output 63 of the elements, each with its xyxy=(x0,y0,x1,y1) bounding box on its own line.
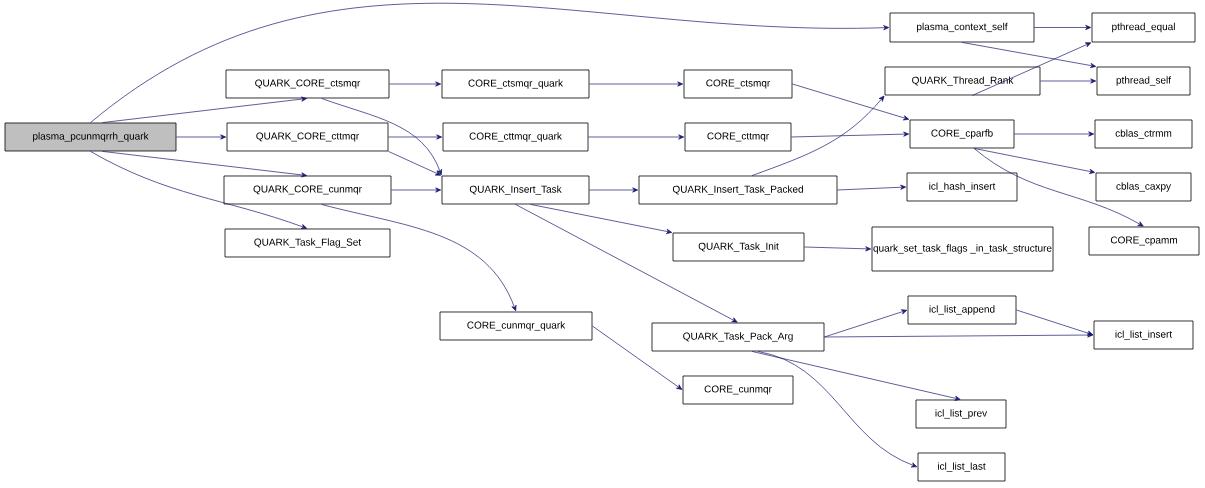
arrow xyxy=(102,96,307,123)
arrow xyxy=(973,148,1096,174)
function-box: icl_list_last xyxy=(917,452,1006,482)
function-box: CORE_cttmqr xyxy=(684,122,792,152)
arrow xyxy=(321,98,442,176)
arrow xyxy=(972,42,1092,96)
function-box: QUARK_CORE_cttmqr xyxy=(226,122,389,152)
arrow xyxy=(90,3,890,123)
function-box: QUARK_Task_Flag_Set xyxy=(224,228,391,258)
function-box: CORE_cpamm xyxy=(1088,226,1200,256)
arrow xyxy=(391,187,442,193)
arrow xyxy=(176,134,227,140)
arrow xyxy=(961,42,1097,69)
arrow xyxy=(388,134,443,140)
function-box: CORE_cunmqr xyxy=(682,375,794,405)
arrow xyxy=(102,151,307,178)
function-box: icl_list_prev xyxy=(915,399,1007,429)
function-box: icl_list_append xyxy=(907,295,1017,325)
function-box: CORE_cttmqr_quark xyxy=(442,122,589,152)
arrow xyxy=(804,246,872,252)
function-box: CORE_ctsmqr_quark xyxy=(441,69,590,99)
function-box: QUARK_CORE_ctsmqr xyxy=(225,69,390,99)
function-box: QUARK_Task_Init xyxy=(672,232,805,262)
function-box: QUARK_Task_Pack_Arg xyxy=(651,322,825,352)
arrow xyxy=(90,151,308,229)
arrow xyxy=(589,187,639,193)
arrow xyxy=(1034,24,1092,31)
arrow xyxy=(751,351,961,401)
function-box: QUARK_Insert_Task_Packed xyxy=(638,175,838,205)
function-box: CORE_cunmqr_quark xyxy=(439,311,593,341)
arrow xyxy=(388,151,442,176)
function-box: cblas_ctrmm xyxy=(1094,119,1193,149)
function-box: plasma_context_self xyxy=(889,12,1035,43)
function-box: icl_hash_insert xyxy=(906,172,1018,202)
function-box: cblas_caxpy xyxy=(1095,172,1192,202)
arrow xyxy=(515,204,738,323)
arrow xyxy=(530,204,673,234)
arrow xyxy=(824,332,1094,338)
arrow xyxy=(321,204,517,312)
function-box: QUARK_CORE_cunmqr xyxy=(223,175,392,205)
function-box: QUARK_Thread_Rank xyxy=(884,66,1041,96)
function-box: pthread_equal xyxy=(1091,12,1196,43)
arrow xyxy=(824,309,908,338)
arrow xyxy=(1040,78,1097,84)
arrow xyxy=(592,325,683,390)
arrow xyxy=(792,83,910,121)
function-box: CORE_ctsmqr xyxy=(683,69,793,99)
arrow xyxy=(757,351,918,468)
arrow xyxy=(1014,131,1095,137)
function-box: QUARK_Insert_Task xyxy=(441,175,590,205)
function-box: icl_list_insert xyxy=(1093,320,1194,350)
arrow xyxy=(751,95,885,176)
arrow xyxy=(837,184,907,191)
function-box: plasma_pcunmqrrh_quark xyxy=(4,122,177,152)
arrow xyxy=(589,81,684,87)
function-box: pthread_self xyxy=(1096,66,1191,96)
arrow xyxy=(588,134,685,140)
function-box: CORE_cparfb xyxy=(909,119,1015,149)
function-box: quark_set_task_flags _in_task_structure xyxy=(871,226,1054,272)
arrow xyxy=(973,148,1144,227)
arrow xyxy=(389,81,442,87)
arrow xyxy=(1016,309,1094,336)
arrow xyxy=(791,131,910,138)
